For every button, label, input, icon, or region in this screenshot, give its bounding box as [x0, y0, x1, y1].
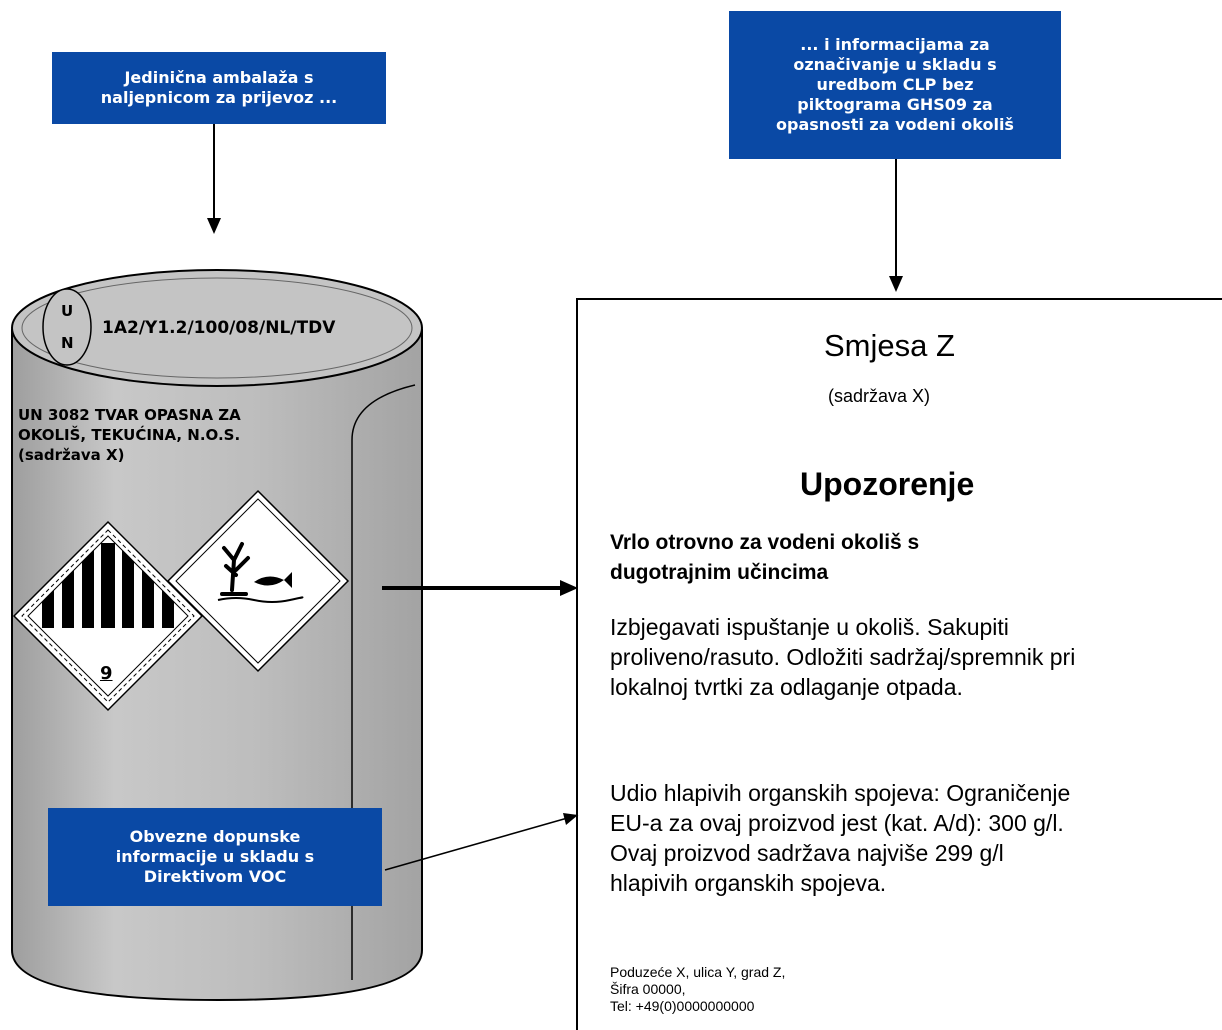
precaution-line-2: proliveno/rasuto. Odložiti sadržaj/sprem…: [610, 644, 1076, 670]
hazard-label: Smjesa Z (sadržava X) Upozorenje Vrlo ot…: [576, 298, 1222, 1030]
voc-line-4: hlapivih organskih spojeva.: [610, 870, 887, 896]
supplier-info: Poduzeće X, ulica Y, grad Z, Šifra 00000…: [610, 964, 785, 1015]
product-name: Smjesa Z: [824, 328, 955, 363]
un-mark-bottom: N: [61, 334, 74, 352]
un-mark-top: U: [61, 302, 74, 320]
callout-clp-info: ... i informacijama za označivanje u skl…: [729, 11, 1061, 159]
product-contains: (sadržava X): [828, 386, 931, 406]
precaution-line-3: lokalnoj tvrtki za odlaganje otpada.: [610, 674, 963, 700]
dead-fish-icon: [254, 572, 292, 588]
callout-transport-line-2: naljepnicom za prijevoz ...: [100, 88, 338, 107]
shipping-name-line-3: (sadržava X): [18, 446, 125, 464]
class-number: 9: [100, 663, 113, 684]
callout-voc-line-1: Obvezne dopunske: [129, 827, 301, 846]
shipping-name: UN 3082 TVAR OPASNA ZA OKOLIŠ, TEKUĆINA,…: [18, 405, 241, 465]
supplier-line-1: Poduzeće X, ulica Y, grad Z,: [610, 964, 786, 980]
voc-line-3: Ovaj proizvod sadržava najviše 299 g/l: [610, 840, 1004, 866]
callout-clp-line-5: opasnosti za vodeni okoliš: [776, 115, 1014, 134]
callout-clp-line-2: označivanje u skladu s: [793, 55, 997, 74]
voc-line-2: EU-a za ovaj proizvod jest (kat. A/d): 3…: [610, 810, 1064, 836]
un-mark-ellipse: [42, 288, 92, 366]
arrow-drum-to-label: [382, 580, 578, 596]
callout-clp-line-3: uredbom CLP bez: [816, 75, 974, 94]
callout-voc-info: Obvezne dopunske informacije u skladu s …: [48, 808, 382, 906]
precaution-line-1: Izbjegavati ispuštanje u okoliš. Sakupit…: [610, 614, 1009, 640]
drum-lid-rim: [21, 277, 413, 379]
package-code: 1A2/Y1.2/100/08/NL/TDV: [102, 318, 336, 338]
callout-clp-line-4: piktograma GHS09 za: [797, 95, 993, 114]
callout-transport-line-1: Jedinična ambalaža s: [124, 68, 314, 87]
arrow-voc: [384, 813, 579, 871]
supplier-line-2: Šifra 00000,: [610, 981, 686, 997]
hazard-line-2: dugotrajnim učincima: [610, 561, 829, 584]
precautionary-statements: Izbjegavati ispuštanje u okoliš. Sakupit…: [610, 612, 1075, 702]
callout-voc-line-2: informacije u skladu s: [115, 847, 315, 866]
environment-hazard-icon: [166, 489, 350, 673]
drum-lid: [11, 269, 423, 387]
supplier-line-3: Tel: +49(0)0000000000: [610, 998, 755, 1014]
voc-line-1: Udio hlapivih organskih spojeva: Ogranič…: [610, 780, 1071, 806]
shipping-name-line-1: UN 3082 TVAR OPASNA ZA: [18, 406, 241, 424]
voc-information: Udio hlapivih organskih spojeva: Ogranič…: [610, 778, 1070, 898]
callout-voc-line-3: Direktivom VOC: [143, 867, 287, 886]
arrow-transport: [207, 124, 221, 234]
shipping-name-line-2: OKOLIŠ, TEKUĆINA, N.O.S.: [18, 426, 241, 444]
arrow-clp: [889, 158, 903, 292]
hazard-statement: Vrlo otrovno za vodeni okoliš s dugotraj…: [610, 528, 919, 588]
callout-transport-label: Jedinična ambalaža s naljepnicom za prij…: [52, 52, 386, 124]
hazard-line-1: Vrlo otrovno za vodeni okoliš s: [610, 531, 920, 554]
drum-seam-curve: [351, 384, 416, 441]
water-line-icon: [217, 596, 304, 603]
callout-clp-line-1: ... i informacijama za: [800, 35, 990, 54]
signal-word: Upozorenje: [800, 466, 975, 502]
dead-tree-icon: [220, 542, 250, 596]
class-9-stripes: [42, 543, 174, 628]
